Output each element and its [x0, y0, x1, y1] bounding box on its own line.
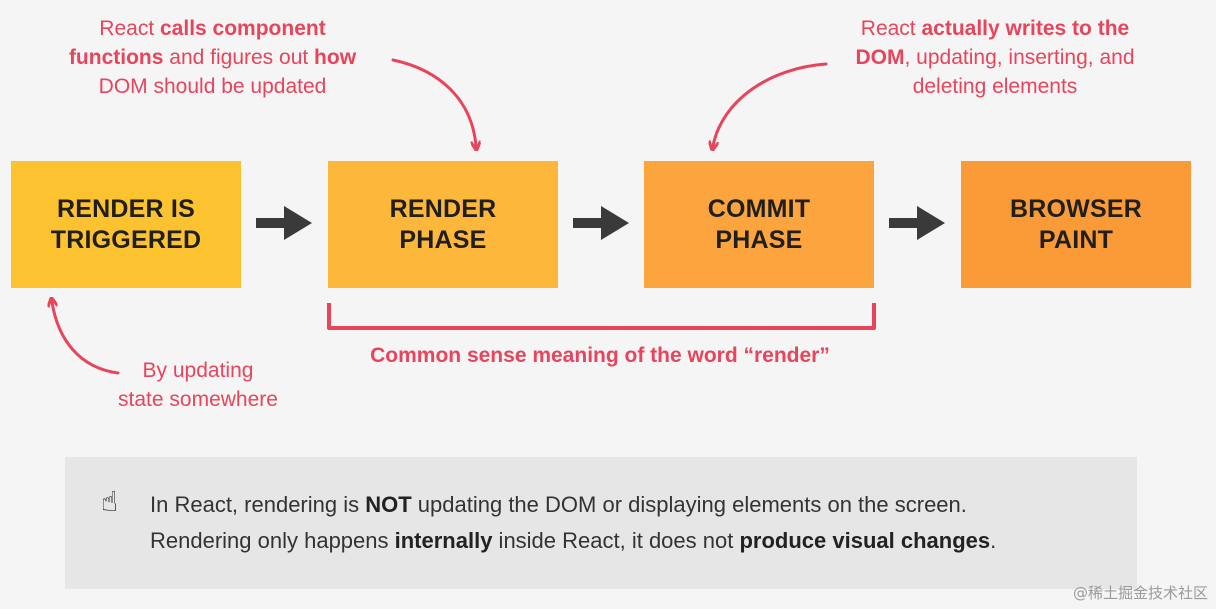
box-label: RENDER IS	[57, 194, 195, 223]
box-label: PHASE	[715, 225, 803, 254]
watermark: @稀土掘金技术社区	[1072, 584, 1208, 602]
flow-arrow-1	[256, 206, 312, 240]
annotation-text: DOM should be updated	[98, 75, 327, 98]
bracket-label-text: Common sense meaning of the word “render…	[370, 344, 830, 367]
callout-bold-segment: internally	[394, 528, 493, 553]
render-phase-annotation: React calls component functions and figu…	[40, 14, 385, 101]
annotation-text: React	[99, 17, 160, 40]
render-phase-pointer-arrow	[391, 58, 476, 146]
flow-arrow-2	[573, 206, 629, 240]
info-callout: ☝ In React, rendering is NOT updating th…	[65, 457, 1137, 589]
callout-bold-segment: produce visual changes	[739, 528, 991, 553]
annotation-bold-text: calls component	[160, 17, 326, 40]
box-label: COMMIT	[707, 194, 811, 223]
callout-segment: In React, rendering is	[150, 492, 366, 517]
callout-segment: updating the DOM or displaying elements …	[411, 492, 967, 517]
box-label: TRIGGERED	[50, 225, 202, 254]
annotation-bold-text: DOM	[855, 46, 905, 69]
annotation-bold-text: functions	[68, 46, 164, 69]
trigger-pointer-arrow	[52, 302, 120, 375]
callout-segment: inside React, it does not	[492, 528, 740, 553]
commit-phase-annotation: React actually writes to the DOM, updati…	[820, 14, 1170, 101]
flow-arrow-3	[889, 206, 945, 240]
bracket-label: Common sense meaning of the word “render…	[330, 341, 870, 370]
callout-text: In React, rendering is NOT updating the …	[150, 487, 996, 559]
annotation-text: state somewhere	[118, 388, 278, 411]
pointing-up-finger-icon: ☝	[101, 486, 119, 517]
annotation-text: By updating	[142, 359, 254, 382]
annotation-bold-text: actually writes to the	[921, 17, 1130, 40]
callout-segment: .	[990, 528, 997, 553]
annotation-text: and figures out	[163, 46, 315, 69]
render-bracket	[327, 303, 876, 330]
box-label: PAINT	[1038, 225, 1114, 254]
commit-phase-pointer-arrow	[713, 62, 828, 146]
box-label: PHASE	[399, 225, 487, 254]
trigger-annotation: By updating state somewhere	[98, 356, 298, 414]
callout-bold-segment: NOT	[365, 492, 412, 517]
annotation-text: React	[860, 17, 922, 40]
box-label: RENDER	[389, 194, 497, 223]
annotation-text: , updating, inserting, and	[904, 46, 1135, 69]
box-label: BROWSER	[1010, 194, 1142, 223]
callout-segment: Rendering only happens	[150, 528, 395, 553]
annotation-text: deleting elements	[912, 75, 1078, 98]
annotation-bold-text: how	[314, 46, 357, 69]
